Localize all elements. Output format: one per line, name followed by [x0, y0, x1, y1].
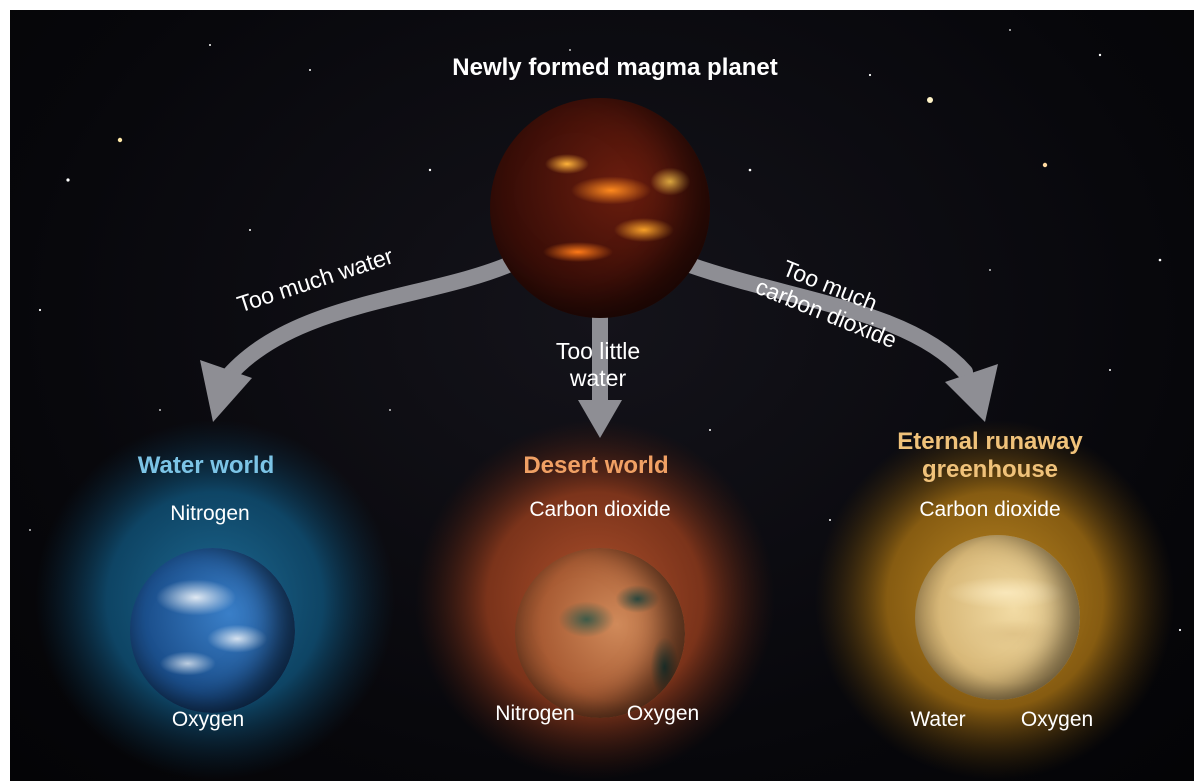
arrows — [217, 254, 973, 413]
greenhouse-gas-oxygen: Oxygen — [1020, 708, 1094, 731]
arrowheads — [200, 360, 998, 438]
arrow-middle-head — [578, 400, 622, 438]
greenhouse-gas-carbon-dioxide: Carbon dioxide — [919, 498, 1061, 521]
arrow-left-head — [200, 360, 252, 422]
greenhouse-title-line1: Eternal runaway — [897, 428, 1083, 455]
arrow-middle-label-line2: water — [569, 365, 627, 391]
desert-world-gas-nitrogen: Nitrogen — [495, 702, 575, 725]
water-world-title: Water world — [137, 452, 275, 479]
desert-world-title: Desert world — [523, 452, 669, 479]
arrow-middle-label-line1: Too little — [555, 338, 641, 364]
greenhouse-gas-water: Water — [910, 708, 966, 731]
water-planet — [130, 548, 295, 713]
arrow-right-shaft — [682, 257, 973, 380]
magma-planet — [490, 98, 710, 318]
greenhouse-world-title: Eternal runaway greenhouse — [897, 428, 1082, 484]
desert-planet — [515, 548, 685, 718]
water-world-gas-nitrogen: Nitrogen — [170, 502, 250, 525]
diagram-scene: Newly formed magma planet Too much water… — [10, 10, 1194, 781]
greenhouse-title-line2: greenhouse — [921, 456, 1059, 483]
arrow-left-shaft — [217, 254, 523, 388]
arrow-middle-label: Too little water — [556, 338, 640, 392]
venus-planet — [915, 535, 1080, 700]
desert-world-gas-carbon-dioxide: Carbon dioxide — [529, 498, 671, 521]
desert-world-gas-oxygen: Oxygen — [626, 702, 700, 725]
magma-planet-title: Newly formed magma planet — [452, 54, 778, 81]
water-world-gas-oxygen: Oxygen — [171, 708, 245, 731]
arrow-right-head — [945, 364, 998, 422]
